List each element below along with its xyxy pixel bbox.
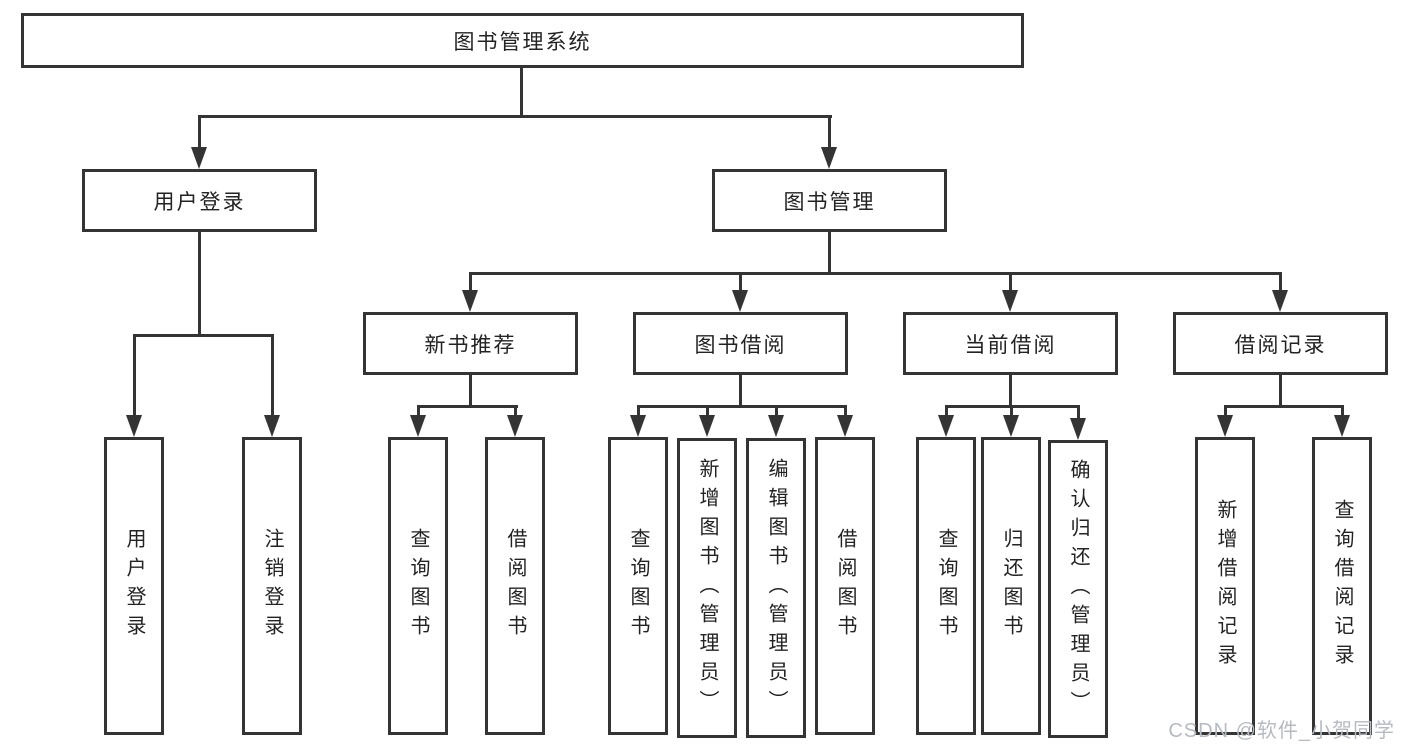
leaf-nb-borrow-books: 借阅图书	[485, 437, 545, 735]
node-new-book-recommend-label: 新书推荐	[424, 333, 517, 357]
connector-nb-leaf2	[514, 405, 517, 419]
connector-nb-stem	[469, 375, 472, 408]
leaf-nb-query-books-label: 查询图书	[407, 528, 429, 644]
connector-to-new-book-recommend	[469, 272, 472, 292]
leaf-br-query-record-label: 查询借阅记录	[1331, 499, 1353, 673]
arrow-down-icon	[1070, 418, 1086, 440]
node-book-borrow-label: 图书借阅	[694, 333, 787, 357]
connector-bb-leaf1	[637, 405, 640, 419]
node-book-management: 图书管理	[712, 169, 947, 232]
leaf-cb-confirm-return-admin-label: 确认归还（管理员）	[1067, 458, 1089, 720]
leaf-bb-add-books-admin-label: 新增图书（管理员）	[696, 457, 718, 719]
connector-to-leaf-user-login	[133, 334, 136, 418]
connector-cb-leaf3	[1077, 405, 1080, 419]
leaf-cb-return-books-label: 归还图书	[1000, 528, 1022, 644]
leaf-user-login-label: 用户登录	[123, 528, 145, 644]
node-book-borrow: 图书借阅	[633, 312, 848, 375]
leaf-bb-borrow-books-label: 借阅图书	[834, 528, 856, 644]
connector-nb-rail	[417, 405, 518, 408]
connector-bb-leaf2	[706, 405, 709, 419]
leaf-br-add-record-label: 新增借阅记录	[1214, 499, 1236, 673]
leaf-user-login: 用户登录	[104, 437, 164, 735]
connector-level2-rail	[198, 115, 832, 118]
connector-book-management-stem	[828, 232, 831, 275]
connector-br-stem	[1279, 375, 1282, 408]
connector-to-borrow-records	[1279, 272, 1282, 292]
arrow-down-icon	[126, 415, 142, 437]
connector-to-book-management	[828, 115, 831, 149]
connector-level3-rail	[469, 272, 1282, 275]
csdn-watermark: CSDN @软件_小贺同学	[1168, 720, 1395, 742]
leaf-nb-borrow-books-label: 借阅图书	[504, 528, 526, 644]
arrow-down-icon	[462, 290, 478, 312]
node-current-borrow-label: 当前借阅	[964, 333, 1057, 357]
leaf-cb-query-books: 查询图书	[916, 437, 976, 735]
arrow-down-icon	[821, 147, 837, 169]
arrow-down-icon	[630, 415, 646, 437]
connector-bb-rail	[637, 405, 847, 408]
connector-user-login-stem	[198, 232, 201, 336]
node-borrow-records: 借阅记录	[1173, 312, 1388, 375]
connector-br-rail	[1224, 405, 1344, 408]
arrow-down-icon	[837, 415, 853, 437]
leaf-logout: 注销登录	[242, 437, 302, 735]
connector-bb-leaf3	[775, 405, 778, 419]
leaf-logout-label: 注销登录	[261, 528, 283, 644]
connector-user-login-rail	[133, 334, 274, 337]
connector-br-leaf1	[1224, 405, 1227, 419]
leaf-br-query-record: 查询借阅记录	[1312, 437, 1372, 735]
arrow-down-icon	[768, 415, 784, 437]
connector-cb-stem	[1009, 375, 1012, 408]
node-book-management-label: 图书管理	[783, 190, 876, 214]
node-current-borrow: 当前借阅	[903, 312, 1118, 375]
connector-cb-leaf2	[1010, 405, 1013, 419]
node-root-label: 图书管理系统	[453, 30, 592, 54]
arrow-down-icon	[699, 415, 715, 437]
node-user-login-label: 用户登录	[153, 190, 246, 214]
arrow-down-icon	[1002, 290, 1018, 312]
arrow-down-icon	[938, 415, 954, 437]
node-root: 图书管理系统	[21, 13, 1024, 68]
leaf-nb-query-books: 查询图书	[388, 437, 448, 735]
node-borrow-records-label: 借阅记录	[1234, 333, 1327, 357]
connector-to-book-borrow	[739, 272, 742, 292]
arrow-down-icon	[191, 147, 207, 169]
leaf-bb-borrow-books: 借阅图书	[815, 437, 875, 735]
connector-to-user-login	[198, 115, 201, 149]
connector-bb-stem	[739, 375, 742, 408]
leaf-bb-add-books-admin: 新增图书（管理员）	[677, 438, 737, 738]
connector-root-stem	[520, 68, 523, 118]
arrow-down-icon	[1272, 290, 1288, 312]
arrow-down-icon	[1334, 415, 1350, 437]
arrow-down-icon	[1217, 415, 1233, 437]
connector-cb-leaf1	[945, 405, 948, 419]
node-new-book-recommend: 新书推荐	[363, 312, 578, 375]
leaf-bb-edit-books-admin-label: 编辑图书（管理员）	[765, 457, 787, 719]
leaf-cb-confirm-return-admin: 确认归还（管理员）	[1048, 440, 1108, 738]
node-user-login: 用户登录	[82, 169, 317, 232]
leaf-bb-query-books: 查询图书	[608, 437, 668, 735]
leaf-bb-query-books-label: 查询图书	[627, 528, 649, 644]
connector-to-current-borrow	[1009, 272, 1012, 292]
leaf-cb-query-books-label: 查询图书	[935, 528, 957, 644]
arrow-down-icon	[1003, 415, 1019, 437]
connector-br-leaf2	[1341, 405, 1344, 419]
arrow-down-icon	[732, 290, 748, 312]
arrow-down-icon	[264, 415, 280, 437]
leaf-bb-edit-books-admin: 编辑图书（管理员）	[746, 438, 806, 738]
arrow-down-icon	[410, 415, 426, 437]
connector-bb-leaf4	[844, 405, 847, 419]
leaf-br-add-record: 新增借阅记录	[1195, 437, 1255, 735]
arrow-down-icon	[507, 415, 523, 437]
leaf-cb-return-books: 归还图书	[981, 437, 1041, 735]
connector-to-leaf-logout	[271, 334, 274, 418]
connector-nb-leaf1	[417, 405, 420, 419]
